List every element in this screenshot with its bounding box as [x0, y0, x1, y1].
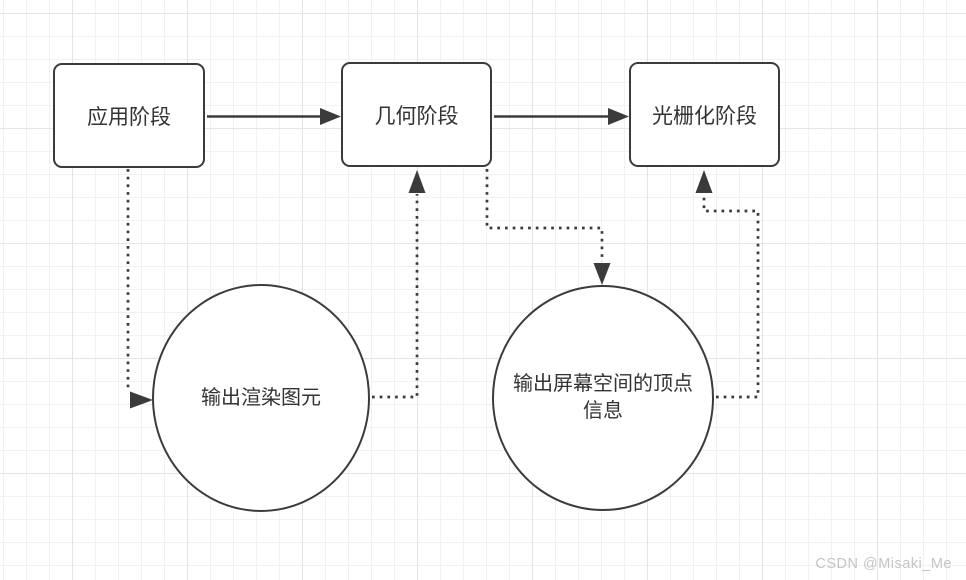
csdn-watermark: CSDN @Misaki_Me	[815, 556, 952, 572]
arrowhead-right-icon	[130, 391, 153, 409]
node-label: 光栅化阶段	[652, 104, 757, 128]
node-label: 输出屏幕空间的顶点 信息	[513, 373, 693, 422]
arrowhead-up-icon	[408, 170, 426, 193]
node-rasterization-stage: 光栅化阶段	[629, 62, 780, 167]
node-output-screen-space-vertex-info: 输出屏幕空间的顶点 信息	[492, 285, 714, 511]
edge-application-to-geometry	[207, 108, 341, 125]
edge-geometry-to-vertexinfo	[485, 169, 611, 285]
node-label: 几何阶段	[374, 104, 459, 128]
node-application-stage: 应用阶段	[53, 63, 205, 168]
node-label: 输出渲染图元	[201, 386, 321, 409]
edge-primitives-to-geometry	[372, 170, 426, 399]
edge-application-to-primitives	[126, 169, 153, 409]
arrowhead-up-icon	[695, 170, 713, 193]
node-output-render-primitives: 输出渲染图元	[152, 284, 370, 512]
arrowhead-right-icon	[608, 108, 629, 125]
edge-geometry-to-rasterization	[494, 108, 629, 125]
node-label: 应用阶段	[87, 105, 171, 129]
arrowhead-down-icon	[593, 263, 611, 285]
node-geometry-stage: 几何阶段	[341, 62, 492, 167]
arrowhead-right-icon	[320, 108, 341, 125]
